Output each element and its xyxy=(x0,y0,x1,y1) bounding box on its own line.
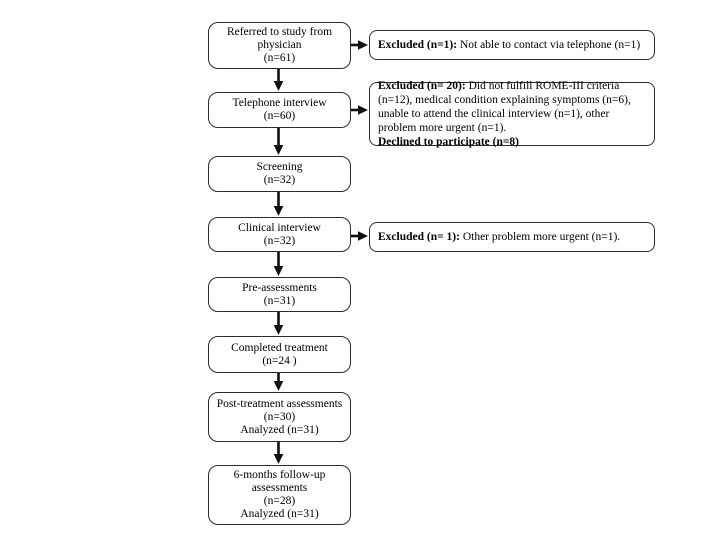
flow-box-screening: Screening (n=32) xyxy=(208,156,351,192)
arrow-referred-to-excluded1 xyxy=(351,40,368,50)
exclusion-box-1: Excluded (n=1): Not able to contact via … xyxy=(369,30,655,60)
arrow-screening-to-clinical xyxy=(273,192,284,216)
arrow-telephone-to-excluded2 xyxy=(351,105,368,115)
arrow-referred-to-telephone xyxy=(273,69,284,91)
arrow-preassessments-to-completed xyxy=(273,312,284,335)
flow-box-completed-treatment-label: Completed treatment (n=24 ) xyxy=(231,341,328,367)
flow-box-referred: Referred to study from physician (n=61) xyxy=(208,22,351,69)
exclusion-box-2-bold: Excluded (n= 20): xyxy=(378,80,466,92)
flow-box-post-treatment-label: Post-treatment assessments (n=30) Analyz… xyxy=(216,397,343,436)
flow-box-followup: 6-months follow-up assessments (n=28) An… xyxy=(208,465,351,525)
exclusion-box-2-text: Excluded (n= 20): Did not fulfill ROME-I… xyxy=(370,75,654,153)
flow-box-pre-assessments-label: Pre-assessments (n=31) xyxy=(242,281,317,307)
exclusion-box-1-bold: Excluded (n=1): xyxy=(378,39,458,51)
exclusion-box-3-detail: Other problem more urgent (n=1). xyxy=(459,231,621,243)
exclusion-box-2-bold-suffix: Declined to participate (n=8) xyxy=(378,136,520,148)
exclusion-box-2-detail: Did not fulfill ROME-III criteria (n=12)… xyxy=(378,80,631,134)
exclusion-box-1-text: Excluded (n=1): Not able to contact via … xyxy=(370,34,648,56)
arrow-posttreatment-to-followup xyxy=(273,442,284,464)
flow-box-post-treatment: Post-treatment assessments (n=30) Analyz… xyxy=(208,392,351,442)
flow-box-completed-treatment: Completed treatment (n=24 ) xyxy=(208,336,351,373)
exclusion-box-3-bold: Excluded (n= 1): xyxy=(378,231,460,243)
arrow-clinical-to-excluded3 xyxy=(351,231,368,241)
flow-box-clinical-interview-label: Clinical interview (n=32) xyxy=(238,221,321,247)
flow-box-referred-label: Referred to study from physician (n=61) xyxy=(226,26,333,64)
arrow-completed-to-posttreatment xyxy=(273,373,284,391)
exclusion-box-3: Excluded (n= 1): Other problem more urge… xyxy=(369,222,655,252)
exclusion-box-1-detail: Not able to contact via telephone (n=1) xyxy=(457,39,641,51)
flow-box-telephone-interview: Telephone interview (n=60) xyxy=(208,92,351,128)
arrow-clinical-to-preassessments xyxy=(273,252,284,276)
flow-box-telephone-interview-label: Telephone interview (n=60) xyxy=(232,97,327,122)
arrow-telephone-to-screening xyxy=(273,128,284,155)
flow-box-screening-label: Screening (n=32) xyxy=(256,161,303,186)
exclusion-box-2: Excluded (n= 20): Did not fulfill ROME-I… xyxy=(369,80,655,148)
flow-box-pre-assessments: Pre-assessments (n=31) xyxy=(208,277,351,312)
flow-box-followup-label: 6-months follow-up assessments (n=28) An… xyxy=(233,469,326,520)
exclusion-box-3-text: Excluded (n= 1): Other problem more urge… xyxy=(370,226,628,248)
flow-box-clinical-interview: Clinical interview (n=32) xyxy=(208,217,351,252)
